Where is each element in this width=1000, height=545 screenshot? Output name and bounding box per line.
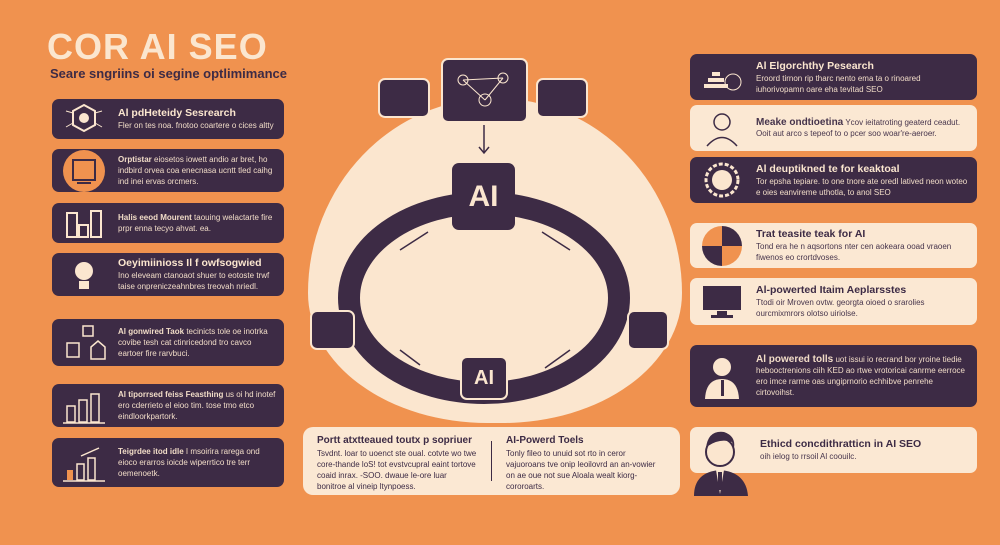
card-body: taouing welactarte fire prpr enna tecyo … [118, 213, 273, 233]
card-body: Tor epsha tepiare. to one tnore ate ored… [756, 176, 968, 197]
card-body: us oi hd inotef ero cderrieto el eioo ti… [118, 390, 276, 421]
divider [491, 441, 492, 481]
right-network-node [536, 78, 588, 118]
card-body: Tond era he n aqsortons nter cen aokeara… [756, 242, 952, 262]
card-body: Eroord tirnon rip tharc nento ema ta o r… [756, 73, 921, 94]
monitor-icon [698, 284, 746, 320]
page-subtitle: Seare sngriins oi segine optlimimance [50, 66, 287, 81]
card-heading: Al tiporrsed feiss Feasthing [118, 390, 224, 399]
card-heading: Al powered tolls [756, 354, 834, 365]
houses-icon [60, 323, 108, 363]
arrows [399, 125, 571, 369]
right-card-2: Meake ondtioetina Ycov ieitatroting geat… [690, 105, 977, 151]
panel-heading: AI-Powerd Toels [506, 435, 584, 446]
page-title: COR AI SEO [47, 26, 268, 67]
right-card-7: Ethicd concdithratticn in AI SEO oih ielo… [690, 427, 977, 473]
card-body: Fler on tes noa. fnotoo coartere o cices… [118, 121, 274, 130]
ai-bottom-box: AI [460, 356, 508, 400]
side-right-node [627, 310, 669, 350]
card-heading: Ethicd concdithratticn in AI SEO [760, 438, 922, 450]
right-card-4: Trat teasite teak for AI Tond era he n aq… [690, 223, 977, 268]
card-body: Ttodi oir Mroven ovtw. georgta oioed o s… [756, 298, 925, 318]
ai-top-box: AI [452, 163, 515, 230]
left-card-2: Orptistar eiosetos iowett andio ar bret,… [52, 149, 284, 192]
card-heading: Al gonwired Taok [118, 327, 185, 336]
card-heading: Halis eeod Mourent [118, 213, 192, 222]
pyramid-icon [698, 58, 746, 96]
card-heading: Al-powerted Itaim Aeplarsstes [756, 284, 907, 296]
left-card-3: Halis eeod Mourent taouing welactarte fi… [52, 203, 284, 243]
right-card-6: Al powered tolls uot issui io recrand bo… [690, 345, 977, 407]
buildings-icon [60, 207, 108, 239]
left-network-node [378, 78, 430, 118]
businessman-icon [698, 353, 746, 399]
card-heading: Oeyimiinioss Il f owfsogwied [118, 257, 262, 269]
panel-body: Tsvdnt. loar to uoenct ste oual. cotvte … [317, 449, 477, 491]
card-heading: Meake ondtioetina [756, 117, 844, 128]
growth-chart-icon [60, 444, 108, 482]
card-body: eiosetos iowett andio ar bret, ho indbir… [118, 155, 273, 186]
person-icon [698, 109, 746, 147]
lightbulb-icon [60, 257, 108, 293]
bar-chart-icon [60, 388, 108, 424]
pie-chart-icon [698, 224, 746, 268]
card-body: tecinicts tole oe inotrka covibe tesh ca… [118, 327, 268, 358]
card-heading: Orptistar [118, 155, 152, 164]
card-heading: Al pdHeteidy Sesrearch [118, 107, 236, 119]
top-network-node [441, 58, 528, 123]
document-icon [60, 149, 108, 193]
card-body: uot issui io recrand bor yroine tiedie h… [756, 355, 965, 397]
card-heading: Al Elgorchthy Pesearch [756, 59, 874, 72]
left-card-7: Teigrdee itod idle I msoirira rarega ond… [52, 438, 284, 487]
left-card-5: Al gonwired Taok tecinicts tole oe inotr… [52, 319, 284, 366]
card-heading: Al deuptikned te for keaktoal [756, 162, 900, 175]
panel-heading: Portt atxtteaued toutx p sopriuer [317, 435, 473, 446]
panel-body: Tonly fileo to unuid sot rto in ceror va… [506, 449, 656, 491]
left-card-6: Al tiporrsed feiss Feasthing us oi hd in… [52, 384, 284, 427]
man-portrait-icon [694, 431, 748, 496]
gear-badge-icon [698, 160, 746, 200]
card-body: Ino eleveam ctanoaot shuer to eotoste tr… [118, 271, 270, 291]
side-left-node [310, 310, 355, 350]
card-heading: Teigrdee itod idle [118, 447, 184, 456]
network-gear-icon [60, 101, 108, 137]
card-body: oih ielog to rrsoil Al coouilc. [760, 452, 857, 461]
card-body: I msoirira rarega ond eioco erarros ioic… [118, 447, 260, 478]
card-heading: Trat teasite teak for AI [756, 228, 866, 240]
card-body: Ycov ieitatroting geaterd ceadut. Ooit a… [756, 118, 961, 138]
